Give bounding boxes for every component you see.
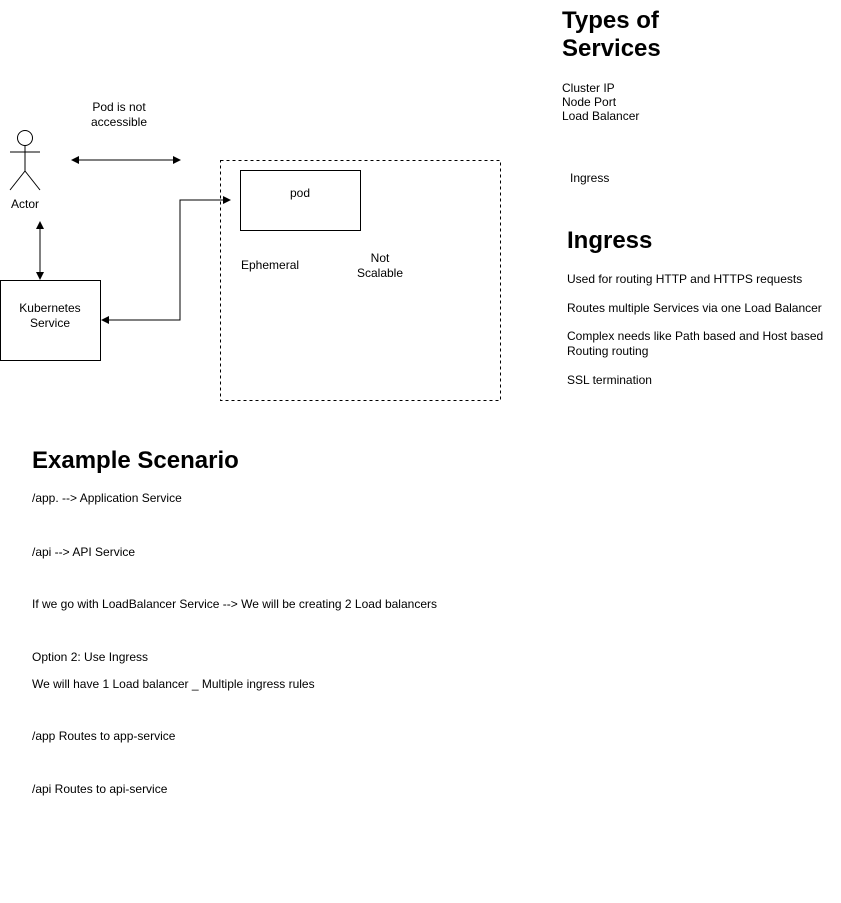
not-scalable-label: Not Scalable [356,251,404,280]
pod-label: pod [289,186,311,200]
pod-access-note: Pod is not accessible [90,100,148,129]
actor-label: Actor [10,197,39,211]
actor-left-leg [9,170,26,191]
kubernetes-service-label: Kubernetes Service [19,301,81,330]
scenario-line-app: /app. --> Application Service [32,491,182,505]
actor-figure [9,130,41,191]
actor-head [17,130,33,146]
ephemeral-label: Ephemeral [241,258,300,272]
actor-right-leg [24,170,41,191]
service-type-cluster-ip: Cluster IP [562,81,615,95]
ingress-point-ssl-termination: SSL termination [567,373,652,387]
scenario-line-api: /api --> API Service [32,545,136,559]
service-type-ingress: Ingress [570,171,610,185]
ingress-point-routing: Used for routing HTTP and HTTPS requests [567,272,803,286]
scenario-line-loadbalancer: If we go with LoadBalancer Service --> W… [32,597,437,611]
example-scenario-heading: Example Scenario [32,447,239,474]
kubernetes-service-box [0,280,101,361]
scenario-line-app-route: /app Routes to app-service [32,729,176,743]
pod-box [240,170,361,231]
service-type-node-port: Node Port [562,95,617,109]
ingress-heading: Ingress [567,227,653,254]
service-pod-connector [101,196,231,324]
scenario-line-api-route: /api Routes to api-service [32,782,168,796]
ingress-point-multiple-services: Routes multiple Services via one Load Ba… [567,301,822,315]
scenario-line-option-2: Option 2: Use Ingress [32,650,149,664]
types-of-services-heading: Types of Services [562,7,661,62]
ingress-point-complex-routing: Complex needs like Path based and Host b… [567,329,824,358]
service-type-load-balancer: Load Balancer [562,109,640,123]
scenario-line-single-lb: We will have 1 Load balancer _ Multiple … [32,677,315,691]
